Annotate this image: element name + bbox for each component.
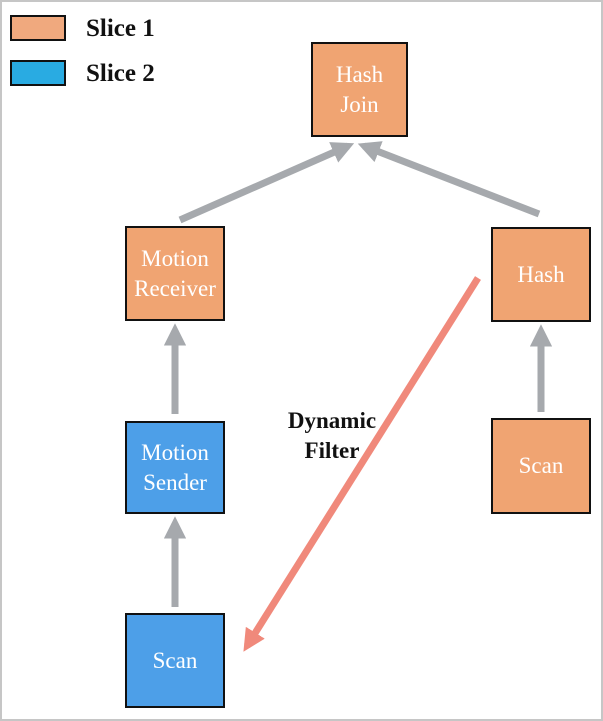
node-hash-label: Hash	[517, 261, 565, 287]
legend-label-slice2: Slice 2	[86, 59, 155, 87]
node-motion-receiver-label: Motion Receiver	[134, 245, 216, 301]
legend-label-slice1: Slice 1	[86, 14, 155, 42]
node-scan-right-label: Scan	[518, 453, 564, 479]
node-hash-join: Hash Join	[311, 42, 408, 137]
node-motion-sender: Motion Sender	[125, 421, 225, 514]
edge-motion-receiver-to-hash-join	[178, 142, 355, 224]
node-scan-left-label: Scan	[152, 647, 198, 673]
slice1-color-swatch	[10, 15, 66, 41]
node-scan-right: Scan	[491, 418, 591, 514]
legend-item-slice1: Slice 1	[10, 15, 155, 41]
slice2-color-swatch	[10, 60, 66, 86]
node-hash: Hash	[491, 227, 591, 322]
node-scan-left: Scan	[125, 613, 225, 708]
node-hash-join-label: Hash Join	[335, 61, 384, 117]
node-motion-receiver: Motion Receiver	[125, 226, 225, 321]
dynamic-filter-label: Dynamic Filter	[287, 408, 377, 463]
edge-hash-to-hash-join	[357, 141, 541, 218]
legend-item-slice2: Slice 2	[10, 60, 155, 86]
node-motion-sender-label: Motion Sender	[141, 439, 209, 495]
